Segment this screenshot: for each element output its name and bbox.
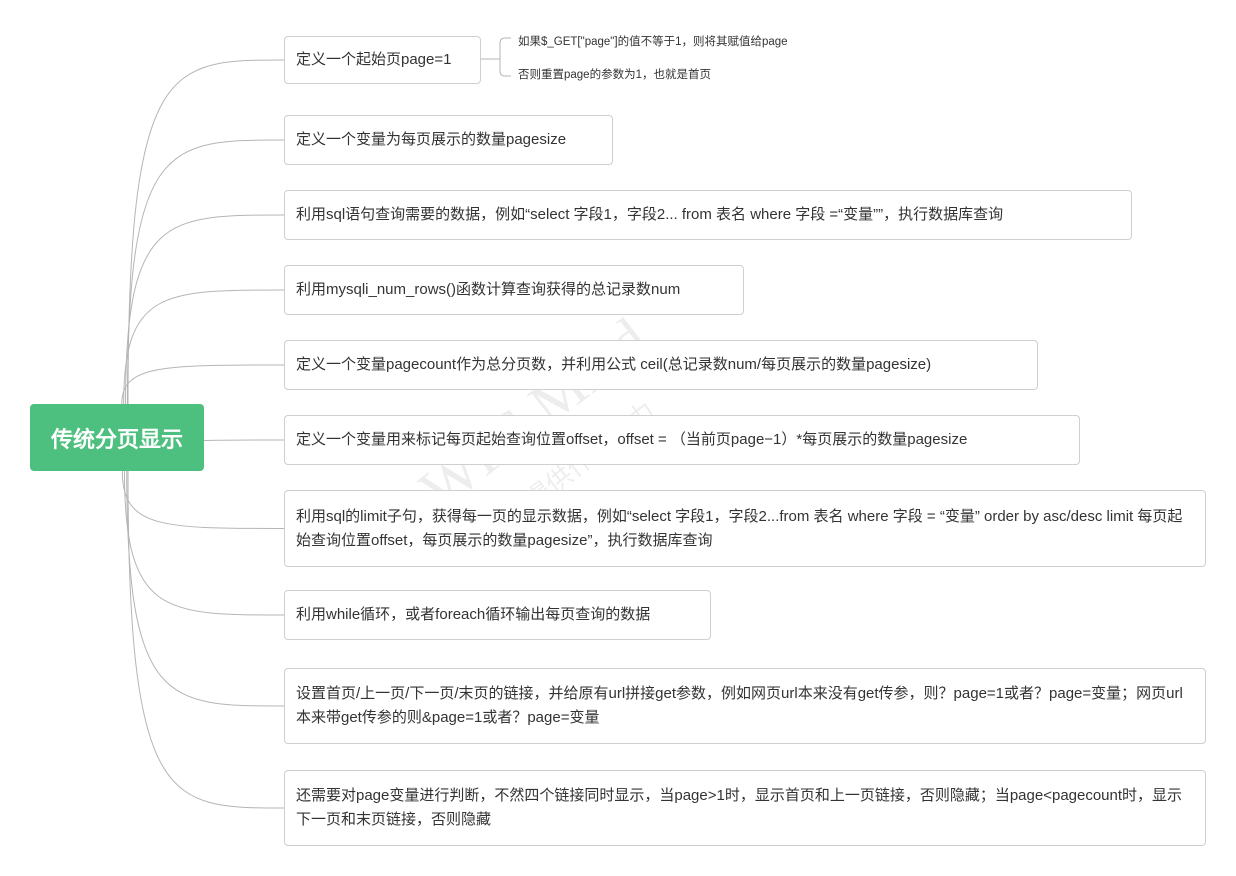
node-page-links[interactable]: 设置首页/上一页/下一页/末页的链接，并给原有url拼接get参数，例如网页ur…: [284, 668, 1206, 744]
node-pagecount[interactable]: 定义一个变量pagecount作为总分页数，并利用公式 ceil(总记录数num…: [284, 340, 1038, 390]
subnode-get-page[interactable]: 如果$_GET["page"]的值不等于1，则将其赋值给page: [518, 36, 788, 48]
subnode-reset-page[interactable]: 否则重置page的参数为1，也就是首页: [518, 69, 711, 81]
connector-line: [127, 59, 285, 405]
connector-line: [127, 470, 285, 809]
connector-line: [121, 470, 285, 529]
root-node[interactable]: 传统分页显示: [30, 404, 204, 471]
connector-line: [121, 364, 285, 405]
connector-line: [123, 289, 285, 405]
node-pagesize[interactable]: 定义一个变量为每页展示的数量pagesize: [284, 115, 613, 165]
node-offset[interactable]: 定义一个变量用来标记每页起始查询位置offset，offset = （当前页pa…: [284, 415, 1080, 465]
connector-line: [126, 139, 285, 405]
connector-line: [123, 470, 285, 616]
connector-line: [125, 214, 285, 405]
node-loop-output[interactable]: 利用while循环，或者foreach循环输出每页查询的数据: [284, 590, 711, 640]
node-page-check[interactable]: 还需要对page变量进行判断，不然四个链接同时显示，当page>1时，显示首页和…: [284, 770, 1206, 846]
node-start-page[interactable]: 定义一个起始页page=1: [284, 36, 481, 84]
node-num-rows[interactable]: 利用mysqli_num_rows()函数计算查询获得的总记录数num: [284, 265, 744, 315]
subnode-bracket: [481, 37, 511, 77]
node-limit-query[interactable]: 利用sql的limit子句，获得每一页的显示数据，例如“select 字段1，字…: [284, 490, 1206, 567]
node-sql-query[interactable]: 利用sql语句查询需要的数据，例如“select 字段1，字段2... from…: [284, 190, 1132, 240]
